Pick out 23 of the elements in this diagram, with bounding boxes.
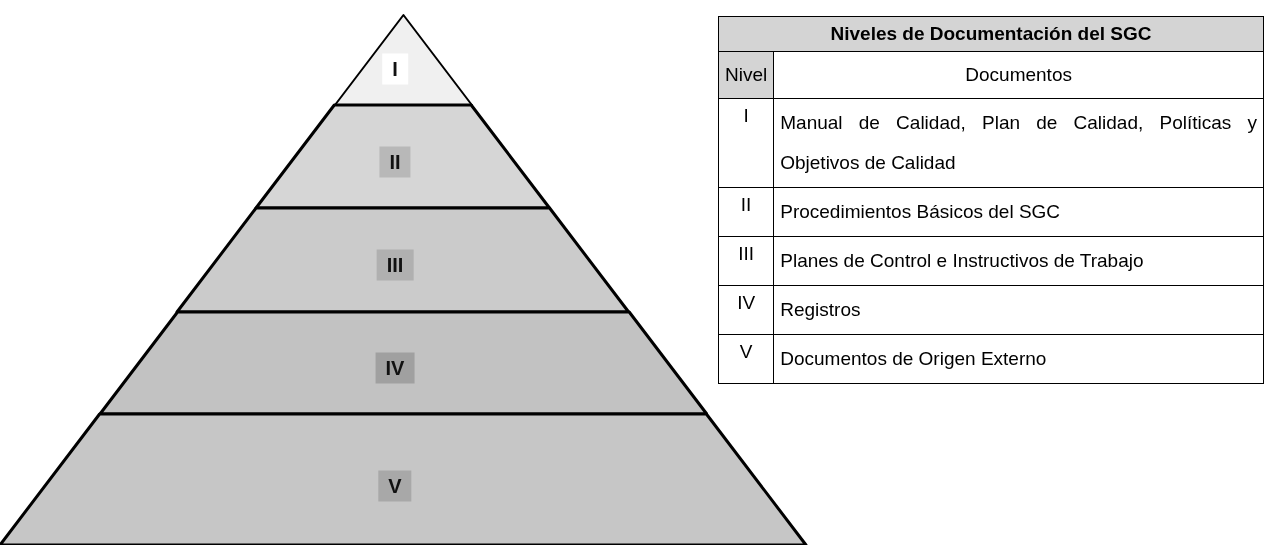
level-numeral: I xyxy=(382,53,408,85)
level-number: V xyxy=(718,334,774,384)
document-types: Documentos de Origen Externo xyxy=(773,334,1264,384)
level-number: I xyxy=(718,98,774,188)
level-numeral: II xyxy=(379,146,411,178)
document-types: Procedimientos Básicos del SGC xyxy=(773,187,1264,237)
level-numeral: III xyxy=(376,249,414,281)
column-heading: Nivel xyxy=(718,51,774,99)
document-types: Manual de Calidad, Plan de Calidad, Políticas y Objetivos de Calidad xyxy=(773,98,1264,188)
document-types: Registros xyxy=(773,285,1264,335)
pyramid-tier xyxy=(175,206,631,314)
pyramid-apex xyxy=(332,13,474,107)
pyramid-tier xyxy=(254,103,552,210)
level-numeral: IV xyxy=(375,352,415,384)
level-number: II xyxy=(718,187,774,237)
level-numeral: V xyxy=(378,470,412,502)
column-heading: Documentos xyxy=(773,51,1264,99)
pyramid-tier xyxy=(0,412,808,545)
pyramid-tier xyxy=(97,310,709,416)
level-number: IV xyxy=(718,285,774,335)
document-types: Planes de Control e Instructivos de Trabajo xyxy=(773,236,1264,286)
level-number: III xyxy=(718,236,774,286)
table-title: Niveles de Documentación del SGC xyxy=(718,16,1264,52)
